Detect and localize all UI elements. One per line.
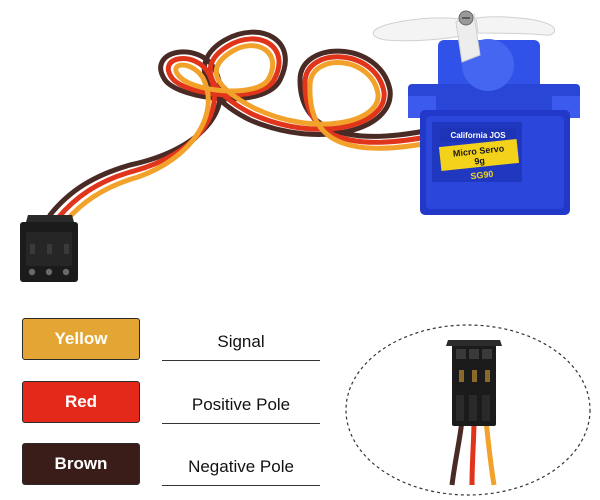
servo-horn	[372, 10, 556, 63]
negative-pole-underline	[162, 485, 320, 486]
servo-label: California JOS Micro Servo 9g SG90	[438, 128, 520, 181]
red-swatch: Red	[22, 381, 140, 423]
yellow-swatch: Yellow	[22, 318, 140, 360]
signal-label: Signal	[217, 332, 265, 351]
brown-swatch: Brown	[22, 443, 140, 485]
connector-zoom	[345, 324, 591, 496]
legend-row-red: Red Positive Pole	[22, 381, 320, 427]
servo-body	[408, 39, 580, 215]
negative-pole-label: Negative Pole	[188, 457, 294, 476]
servo-brand: California JOS	[450, 131, 506, 140]
legend-row-yellow: Yellow Signal	[22, 318, 320, 364]
servo-model-code: SG90	[470, 169, 494, 181]
signal-underline	[162, 360, 320, 361]
connector-plug	[20, 215, 78, 282]
positive-pole-underline	[162, 423, 320, 424]
legend-row-brown: Brown Negative Pole	[22, 443, 320, 489]
ribbon-cable	[47, 29, 437, 224]
servo-model-line2: 9g	[474, 155, 486, 166]
positive-pole-label: Positive Pole	[191, 395, 291, 414]
